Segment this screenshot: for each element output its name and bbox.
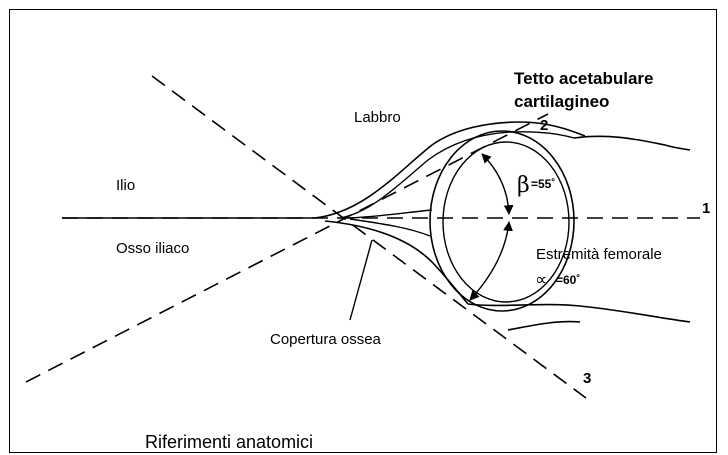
beta-value: =55˚ [531, 177, 555, 191]
estremita-femorale-label: Estremità femorale [536, 246, 662, 263]
reference-line-3 [151, 75, 587, 399]
beta-angle-arc [481, 153, 514, 215]
reference-line-2 [25, 113, 549, 383]
bony-roof-lower [324, 220, 469, 305]
copertura-pointer [349, 239, 373, 321]
bony-roof-upper [349, 209, 433, 219]
line-2-label: 2 [540, 117, 548, 134]
alpha-symbol: ∝ [535, 270, 547, 290]
lower-cortical-line [507, 320, 581, 331]
femoral-head-inner [442, 141, 570, 303]
labbro-label: Labbro [354, 109, 401, 126]
bony-roof-mid [349, 218, 431, 237]
femoral-head-outer [429, 130, 575, 312]
alpha-value: =60˚ [556, 273, 580, 287]
line-3-label: 3 [583, 370, 591, 387]
line-1-label: 1 [702, 200, 710, 217]
labrum-outline [314, 121, 586, 219]
tetto-label-line1: Tetto acetabulare [514, 69, 654, 88]
lower-femoral-contour [467, 303, 691, 323]
beta-symbol: β [517, 173, 530, 198]
figure-title: Riferimenti anatomici [145, 432, 313, 452]
ilio-label: Ilio [116, 177, 135, 194]
upper-femoral-contour [573, 135, 691, 151]
figure-frame [9, 9, 717, 453]
alpha-angle-arc [469, 221, 513, 301]
copertura-ossea-label: Copertura ossea [270, 331, 382, 348]
osso-iliaco-label: Osso iliaco [116, 240, 189, 257]
tetto-label-line2: cartilagineo [514, 92, 609, 111]
cartilage-roof-outline [339, 131, 575, 219]
